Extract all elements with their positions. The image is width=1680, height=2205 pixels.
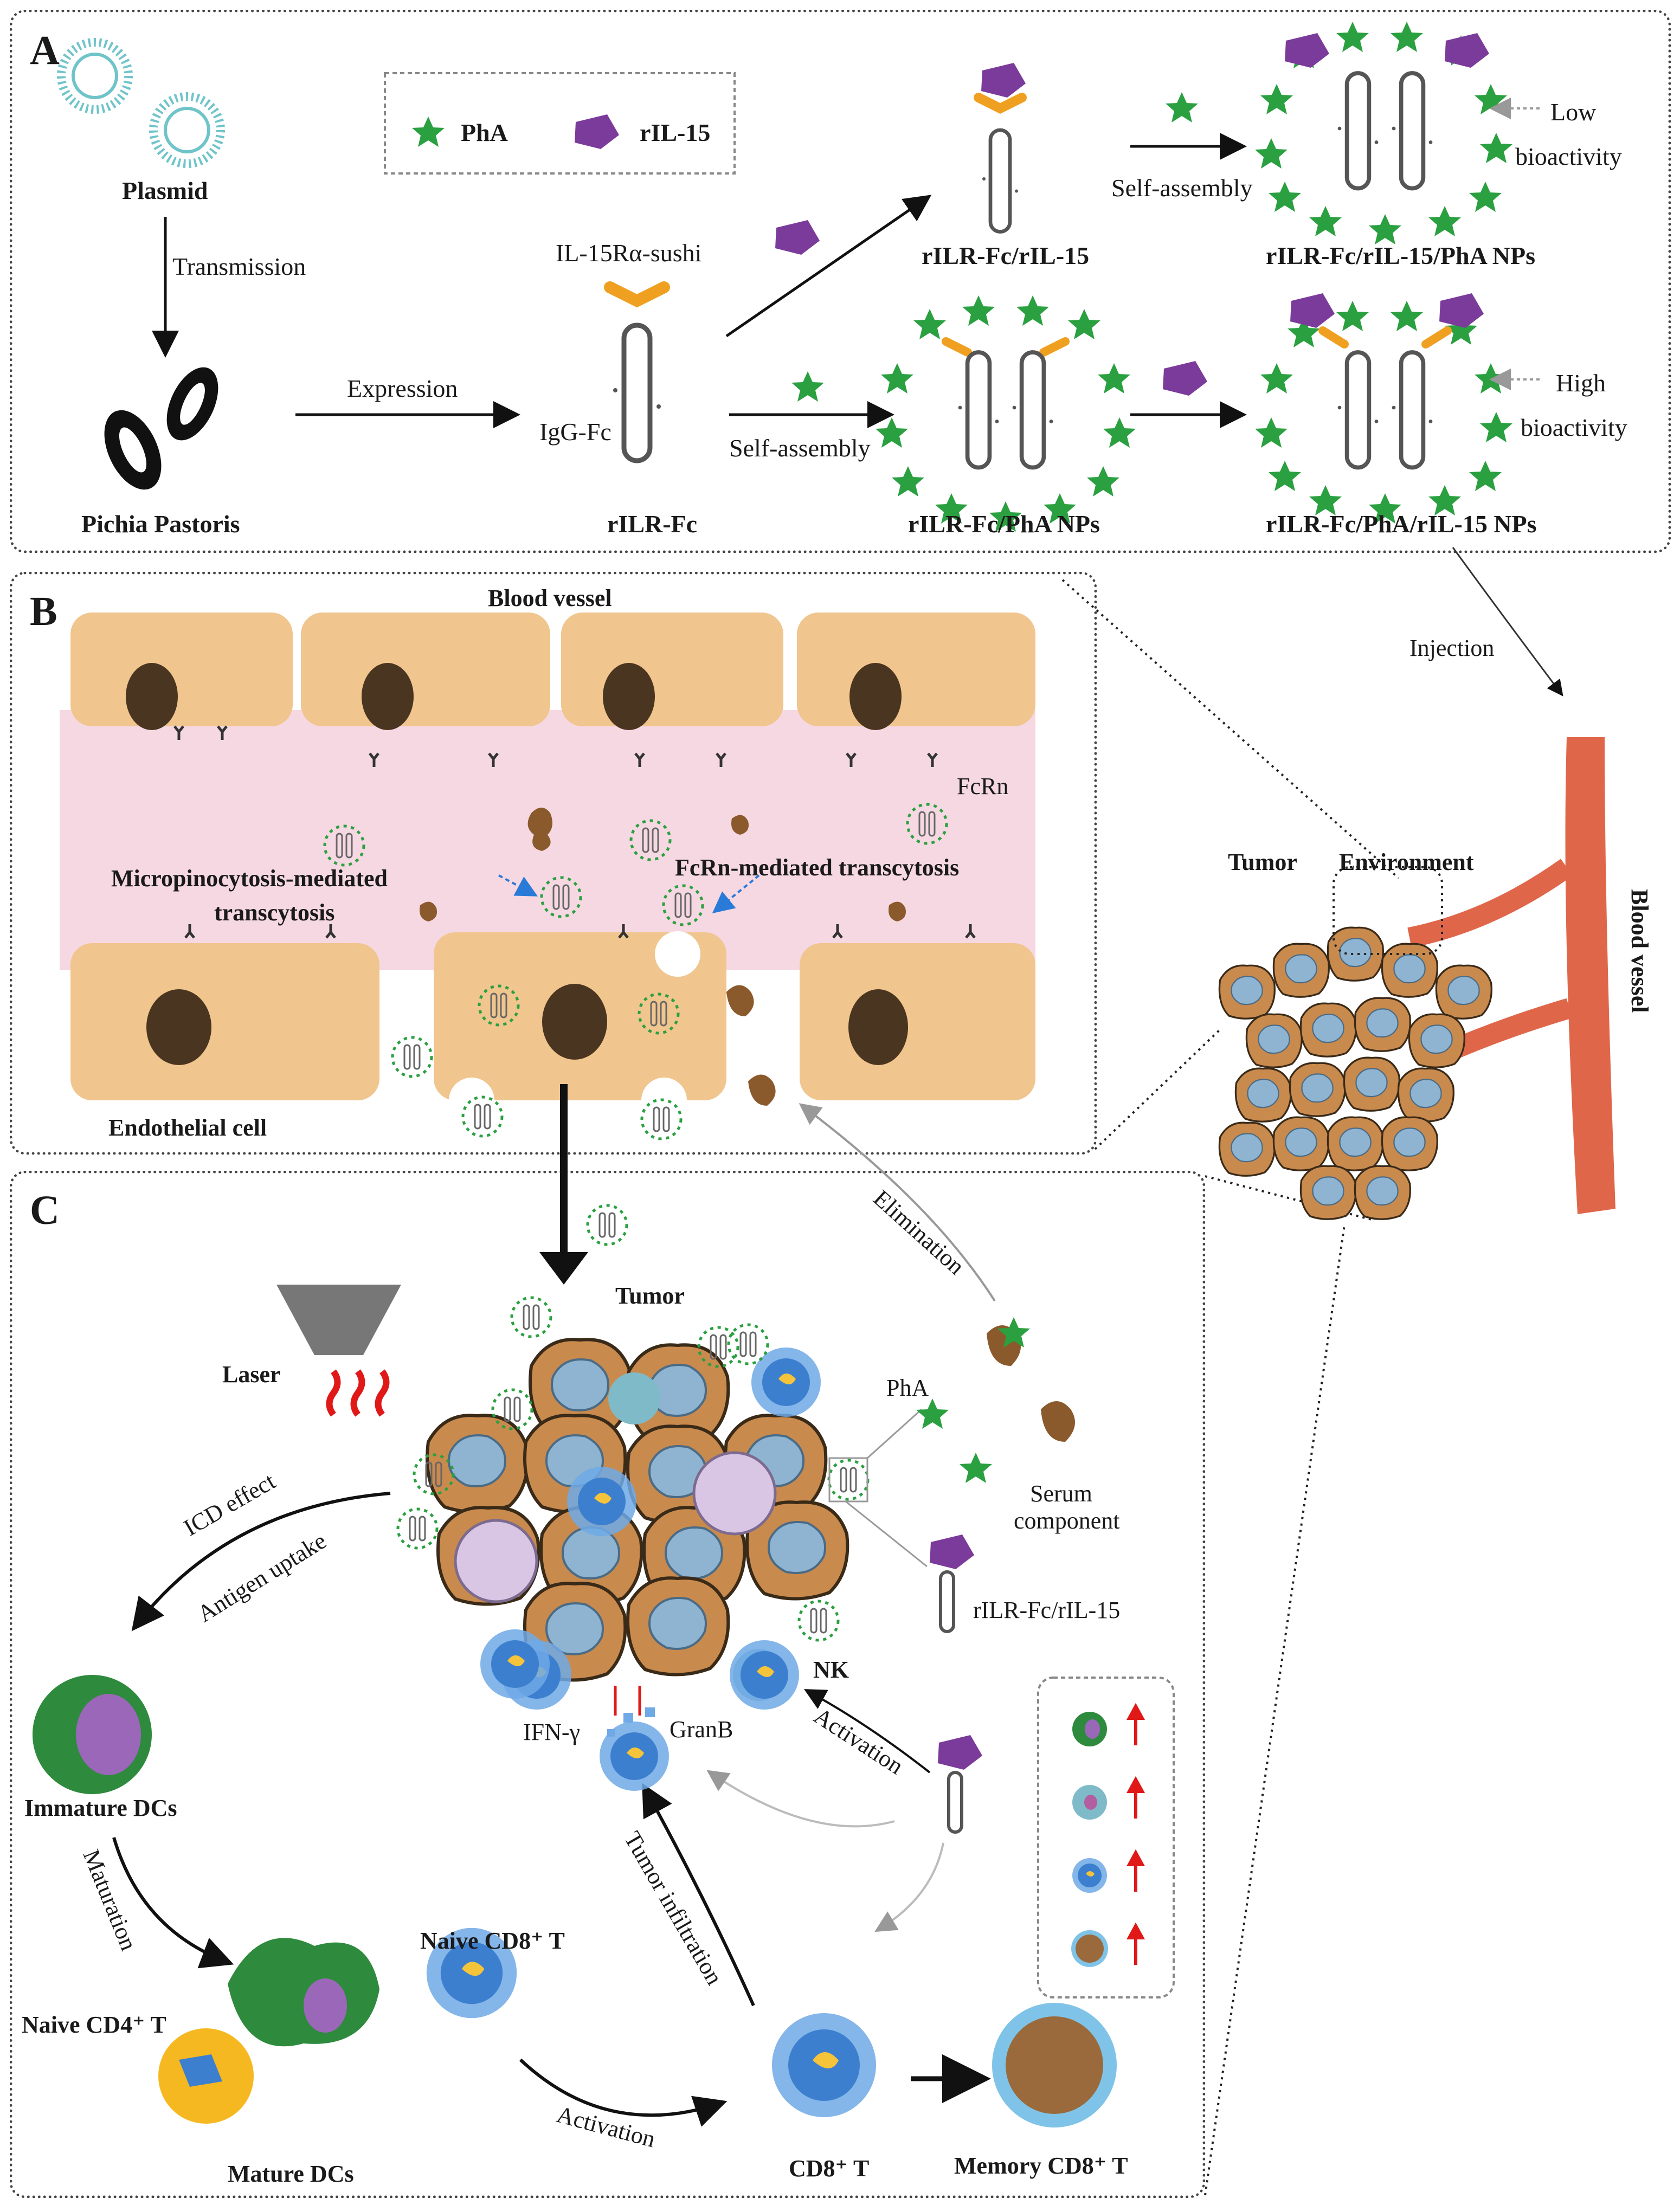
self-assembly-top-label: Self-assembly: [1111, 174, 1253, 202]
fcrn-mediated-label: FcRn-mediated transcytosis: [675, 854, 960, 881]
panel-label-a: A: [30, 28, 60, 73]
nk-label: NK: [813, 1656, 849, 1683]
serum-label-2: component: [1014, 1507, 1120, 1534]
high-label-1: High: [1556, 369, 1606, 397]
tumor-env-label-2: Environment: [1339, 849, 1474, 875]
tumor-env-label-1: Tumor: [1228, 849, 1297, 875]
ril15-complex-label: rILR-Fc/rIL-15: [973, 1597, 1121, 1623]
pichia-label: Pichia Pastoris: [81, 510, 240, 538]
panel-label-b: B: [30, 589, 57, 634]
memory-cd8-label: Memory CD8⁺ T: [954, 2152, 1128, 2179]
np-high-label: rILR-Fc/PhA/rIL-15 NPs: [1266, 510, 1537, 538]
fcrn-label: FcRn: [957, 773, 1009, 800]
mature-dcs-label: Mature DCs: [228, 2161, 354, 2187]
micropinocytosis-label-2: transcytosis: [214, 899, 335, 926]
immature-dcs-label: Immature DCs: [24, 1795, 177, 1821]
micropinocytosis-label-1: Micropinocytosis-mediated: [111, 865, 388, 892]
np-low-label: rILR-Fc/rIL-15/PhA NPs: [1266, 242, 1536, 269]
cd8-label: CD8⁺ T: [789, 2155, 870, 2182]
injection-label: Injection: [1409, 635, 1495, 661]
self-assembly-bottom-label: Self-assembly: [729, 434, 871, 462]
legend-ril15-label: rIL-15: [640, 119, 711, 146]
rilr-fc-label: rILR-Fc: [607, 510, 698, 538]
igg-fc-label: IgG-Fc: [539, 418, 612, 446]
pha-label: PhA: [886, 1375, 929, 1401]
panel-label-c: C: [30, 1188, 60, 1233]
rilr-fc-ril15-label: rILR-Fc/rIL-15: [922, 242, 1090, 269]
endothelial-label: Endothelial cell: [108, 1114, 267, 1141]
blood-vessel-label: Blood vessel: [488, 585, 612, 611]
naive-cd8-label: Naive CD8⁺ T: [420, 1927, 565, 1954]
expression-label: Expression: [347, 375, 458, 402]
low-label-1: Low: [1550, 98, 1597, 126]
panel-a-frame: [10, 10, 1671, 553]
pha-nps-label: rILR-Fc/PhA NPs: [908, 510, 1100, 538]
laser-label: Laser: [222, 1361, 281, 1388]
low-label-2: bioactivity: [1515, 143, 1622, 170]
tumor-label: Tumor: [615, 1282, 685, 1309]
granb-label: GranB: [670, 1716, 733, 1743]
legend-pha-label: PhA: [461, 119, 508, 146]
sushi-label: IL-15Rα-sushi: [556, 239, 702, 267]
panel-c-frame: [10, 1171, 1205, 2198]
ifn-label: IFN-γ: [523, 1719, 580, 1745]
side-blood-vessel-label: Blood vessel: [1626, 889, 1653, 1013]
high-label-2: bioactivity: [1521, 414, 1627, 441]
transmission-label: Transmission: [172, 253, 306, 280]
naive-cd4-label: Naive CD4⁺ T: [22, 2011, 166, 2038]
plasmid-label: Plasmid: [122, 177, 208, 204]
panel-b-frame: [10, 572, 1097, 1155]
serum-label-1: Serum: [1030, 1480, 1092, 1507]
